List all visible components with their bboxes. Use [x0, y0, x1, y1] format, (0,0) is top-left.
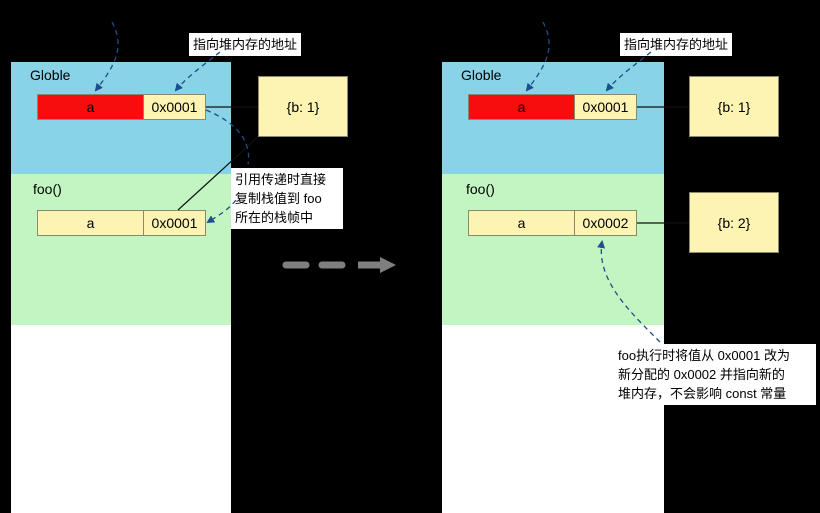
left-copy-note-line-3: 所在的栈帧中: [235, 210, 314, 225]
left-copy-note-line-2: 复制栈值到 foo: [235, 191, 322, 206]
left-foo-addr-cell: 0x0001: [143, 210, 206, 236]
left-copy-note: 引用传递时直接 复制栈值到 foo 所在的栈帧中: [231, 168, 343, 229]
right-foo-label: foo(): [466, 181, 495, 197]
left-copy-note-line-1: 引用传递时直接: [235, 172, 327, 187]
right-globle-label: Globle: [461, 67, 502, 83]
left-globle-var-cell: a: [37, 94, 144, 120]
left-top-note: 指向堆内存的地址: [189, 33, 302, 56]
right-change-note-line-1: foo执行时将值从 0x0001 改为: [618, 348, 790, 363]
right-globle-addr-cell: 0x0001: [574, 94, 637, 120]
right-heap-object-1: {b: 1}: [689, 76, 779, 137]
left-globle-addr-cell: 0x0001: [143, 94, 206, 120]
left-foo-label: foo(): [33, 181, 62, 197]
left-foo-var-cell: a: [37, 210, 144, 236]
right-change-note: foo执行时将值从 0x0001 改为 新分配的 0x0002 并指向新的 堆内…: [614, 344, 816, 405]
right-foo-addr-cell: 0x0002: [574, 210, 637, 236]
left-globle-label: Globle: [30, 67, 71, 83]
right-change-note-line-2: 新分配的 0x0002 并指向新的: [618, 367, 785, 382]
right-change-note-line-3: 堆内存，不会影响 const 常量: [618, 386, 787, 401]
right-top-note: 指向堆内存的地址: [620, 33, 733, 56]
left-heap-object: {b: 1}: [258, 76, 348, 137]
right-foo-var-cell: a: [468, 210, 575, 236]
right-heap-object-2: {b: 2}: [689, 192, 779, 253]
right-globle-var-cell: a: [468, 94, 575, 120]
